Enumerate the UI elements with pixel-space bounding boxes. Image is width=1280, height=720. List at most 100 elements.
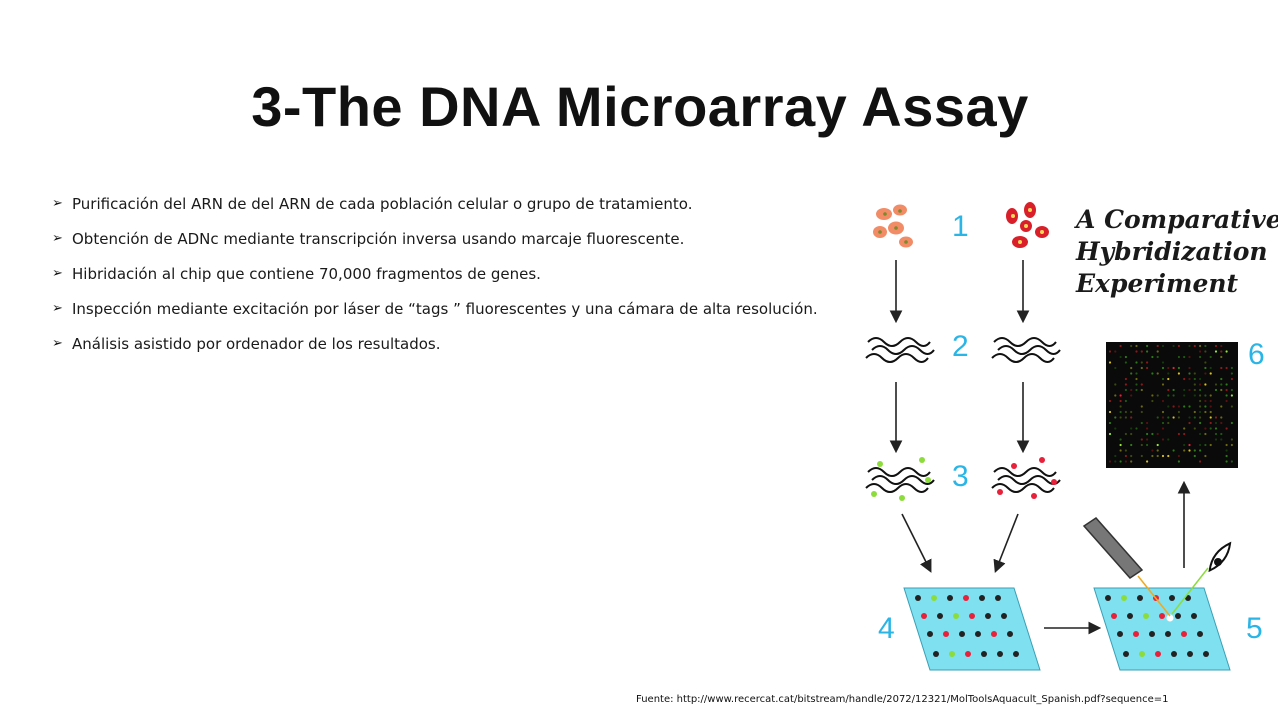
array-spot — [1214, 432, 1218, 436]
array-spot — [1220, 421, 1223, 425]
array-spot — [1140, 383, 1143, 386]
array-spot — [1177, 410, 1180, 414]
array-spot — [1124, 410, 1127, 414]
array-spot — [1161, 383, 1165, 386]
array-spot — [1193, 427, 1196, 430]
array-spot — [1209, 421, 1212, 425]
array-spot — [1193, 383, 1196, 386]
array-spot — [1204, 350, 1207, 353]
array-spot — [1167, 388, 1170, 392]
array-spot — [1183, 427, 1186, 430]
array-spot — [1220, 432, 1223, 436]
array-spot — [1135, 372, 1138, 375]
array-spot — [1199, 383, 1202, 386]
array-spot — [1151, 394, 1154, 397]
array-spot — [1183, 355, 1186, 359]
array-spot — [1193, 449, 1196, 452]
array-spot — [1119, 449, 1122, 452]
array-spot — [1177, 432, 1180, 436]
array-spot — [1108, 421, 1112, 425]
rna-strands-icon — [865, 337, 935, 363]
step-number: 1 — [952, 210, 969, 243]
array-spot — [1124, 432, 1127, 436]
array-spot — [1230, 438, 1233, 441]
array-spot — [1161, 454, 1165, 458]
array-spot — [1140, 454, 1143, 458]
array-spot — [1225, 454, 1228, 458]
array-spot — [1177, 416, 1180, 419]
array-spot — [1204, 427, 1207, 430]
array-spot — [1199, 416, 1202, 419]
array-spot — [1230, 443, 1233, 447]
array-spot — [1172, 416, 1175, 419]
array-spot — [1119, 399, 1122, 403]
array-spot — [1140, 388, 1143, 392]
array-spot — [1140, 410, 1143, 414]
array-spot — [1108, 399, 1112, 403]
array-spot — [1140, 361, 1143, 364]
array-spot — [1172, 394, 1175, 397]
array-spot — [1220, 438, 1223, 441]
array-spot — [1183, 388, 1186, 392]
array-spot — [1183, 432, 1186, 436]
array-spot — [1135, 383, 1138, 386]
array-spot — [1114, 427, 1117, 430]
array-spot — [1140, 366, 1143, 370]
array-spot — [1114, 383, 1117, 386]
array-spot — [1135, 388, 1138, 392]
array-spot — [1199, 344, 1202, 348]
array-spot — [1124, 383, 1127, 386]
array-spot — [1230, 394, 1233, 397]
array-spot — [1130, 454, 1133, 458]
array-spot — [1193, 416, 1196, 419]
array-spot — [1124, 361, 1127, 364]
array-spot — [1225, 394, 1228, 397]
array-spot — [1146, 366, 1149, 370]
array-spot — [1209, 443, 1212, 447]
array-spot — [1167, 372, 1170, 375]
figure-title-line: A Comparative — [1074, 205, 1278, 234]
flow-arrow — [901, 513, 932, 573]
figure-title-line: Hybridization — [1075, 237, 1268, 266]
array-spot — [1193, 388, 1196, 392]
slide-title: 3-The DNA Microarray Assay — [251, 75, 1029, 138]
array-spot — [1209, 399, 1212, 403]
array-spot — [1114, 416, 1117, 419]
array-spot — [1146, 427, 1149, 430]
array-spot — [1199, 443, 1202, 447]
array-spot — [1124, 355, 1127, 359]
array-spot — [1188, 344, 1191, 348]
array-spot — [1161, 361, 1165, 364]
array-spot — [1220, 383, 1223, 386]
array-spot — [1204, 361, 1207, 364]
array-spot — [1193, 372, 1196, 375]
array-spot — [1146, 443, 1149, 447]
array-spot — [1146, 421, 1149, 425]
array-spot — [1225, 350, 1228, 353]
array-spot — [1156, 454, 1159, 458]
array-spot — [1161, 344, 1165, 348]
array-spot — [1130, 427, 1133, 430]
array-spot — [1140, 443, 1143, 447]
array-spot — [1177, 454, 1180, 458]
array-spot — [1167, 394, 1170, 397]
array-spot — [1161, 410, 1165, 414]
array-spot — [1161, 399, 1165, 403]
array-spot — [1151, 454, 1154, 458]
array-spot — [1146, 350, 1149, 353]
array-spot — [1193, 344, 1196, 348]
array-spot — [1114, 454, 1117, 458]
array-spot — [1199, 350, 1202, 353]
array-spot — [1193, 377, 1196, 381]
array-spot — [1135, 350, 1138, 353]
array-spot — [1161, 421, 1165, 425]
array-spot — [1119, 344, 1122, 348]
arrowhead-bullet-icon: ➢ — [52, 231, 63, 246]
arrowhead-bullet-icon: ➢ — [52, 336, 63, 351]
array-spot — [1214, 416, 1218, 419]
array-spot — [1209, 366, 1212, 370]
bullet-text: Purificación del ARN de del ARN de cada … — [72, 195, 693, 213]
cell-cluster-icon — [1006, 202, 1049, 248]
array-spot — [1225, 427, 1228, 430]
array-spot — [1156, 443, 1159, 447]
